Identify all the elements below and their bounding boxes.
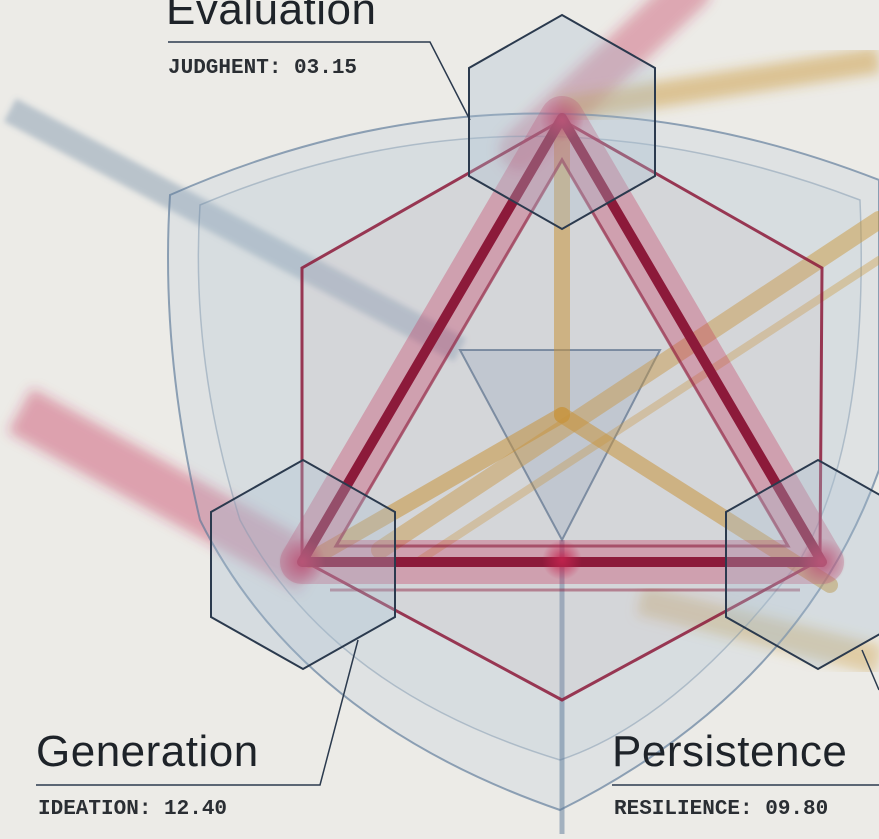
glow-node-left: [278, 538, 326, 586]
leader-generation: [36, 639, 359, 786]
crimson-triangle: [278, 96, 846, 592]
gold-strut-right: [554, 407, 838, 593]
hexagon-evaluation: [468, 13, 656, 231]
beam-blue-left: [3, 98, 467, 362]
hexagon-generation: [210, 458, 396, 671]
leader-evaluation: [168, 41, 471, 121]
leader-persistence-diag: [861, 649, 879, 691]
persistence-title: Persistence: [612, 730, 848, 774]
gold-strut-left: [302, 407, 570, 568]
glow-node-bottom: [542, 540, 582, 580]
beam-gold-right: [636, 585, 879, 675]
evaluation-title: Evaluation: [166, 0, 377, 34]
beam-red-left: [7, 388, 323, 592]
generation-title: Generation: [36, 727, 259, 776]
crimson-hexagon: [300, 118, 824, 702]
glow-node-top: [540, 98, 584, 142]
shell-inner-curve: [197, 135, 862, 761]
gold-strut-diagonal-2: [416, 256, 879, 564]
vertex-hexagons: [210, 13, 879, 671]
glow-node-right: [798, 538, 846, 586]
outer-shell: [167, 112, 879, 812]
generation-metric: IDEATION: 12.40: [38, 798, 228, 821]
hexagon-persistence: [725, 458, 879, 671]
gold-strut-diagonal: [371, 211, 879, 559]
beam-gold-top: [557, 47, 879, 123]
evaluation-metric: JUDGHENT: 03.15: [168, 57, 358, 80]
leader-lines: [36, 41, 879, 786]
persistence-metric: RESILIENCE: 09.80: [614, 798, 829, 821]
gold-struts: [302, 127, 879, 593]
